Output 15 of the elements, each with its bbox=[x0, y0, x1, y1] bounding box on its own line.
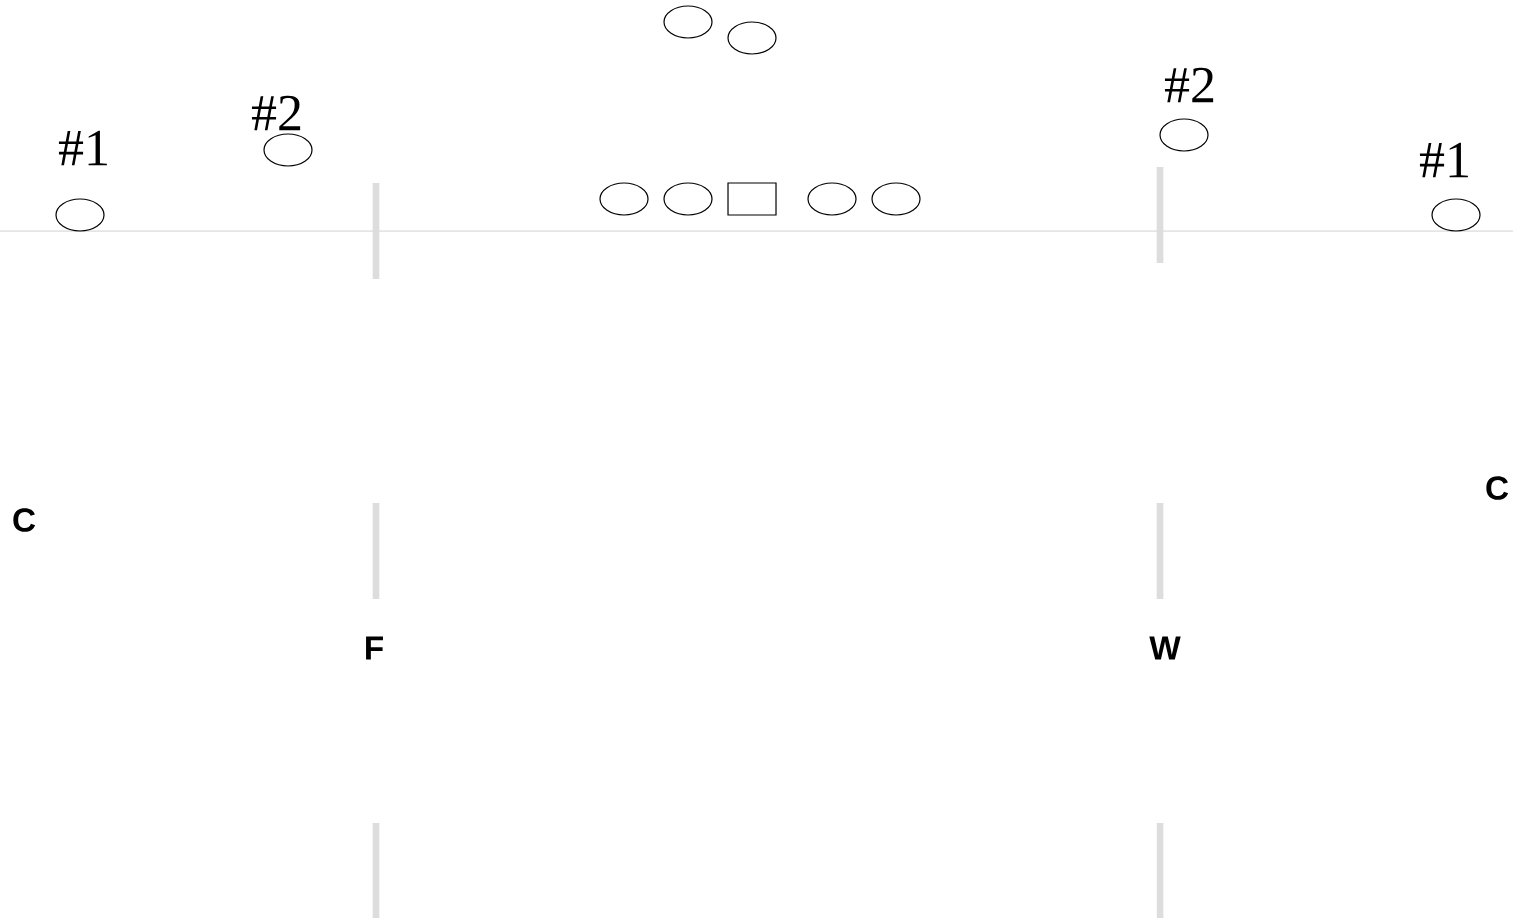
player-number: #2 bbox=[1164, 67, 1214, 103]
defender-letter: F bbox=[366, 636, 383, 660]
player-circle bbox=[807, 182, 857, 216]
player-number: #1 bbox=[1419, 142, 1468, 178]
player-circle bbox=[599, 182, 649, 216]
player-circle bbox=[727, 21, 777, 55]
player-circle bbox=[871, 182, 921, 216]
player-number: #2 bbox=[251, 95, 301, 131]
player-circle bbox=[663, 5, 713, 39]
defender-letter: C bbox=[1486, 476, 1509, 500]
player-square bbox=[727, 182, 777, 216]
player-circle bbox=[663, 182, 713, 216]
player-number: #1 bbox=[58, 130, 107, 166]
defender-letter: C bbox=[13, 508, 36, 532]
defender-letter: W bbox=[1149, 636, 1181, 660]
